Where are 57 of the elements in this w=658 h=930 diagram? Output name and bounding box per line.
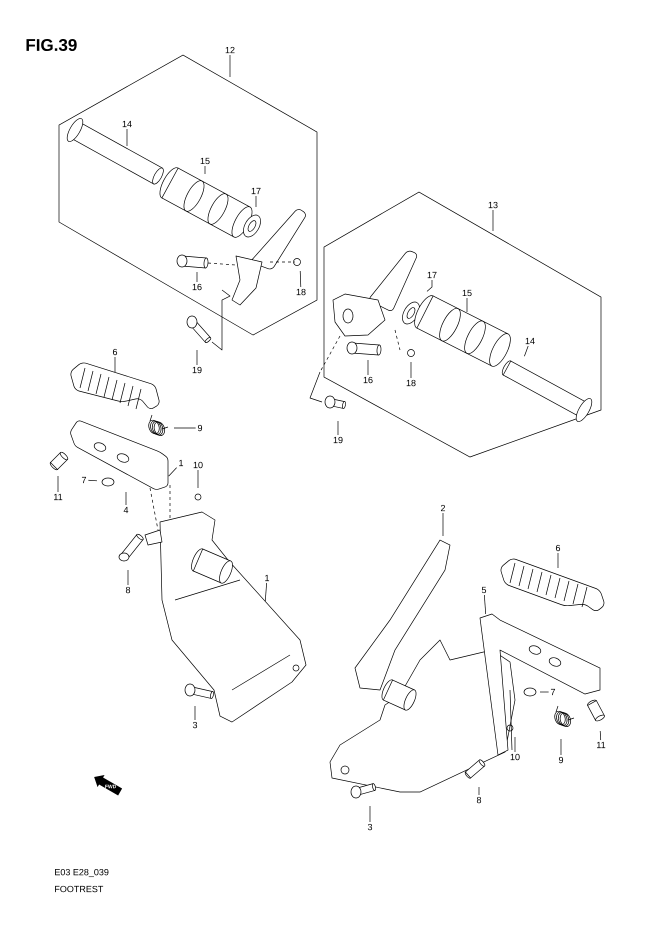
callout-number: 9 [558,756,564,764]
callout-number: 11 [54,494,62,500]
figure-title: FIG.39 [26,38,77,52]
callout-number: 17 [252,188,261,194]
callout-number: 1 [179,460,184,466]
callout-number: 4 [124,506,128,514]
leader-line [484,594,486,614]
leader-line [492,210,494,232]
callout-number: 2 [440,504,446,512]
leader-line [264,582,267,602]
callout-number: 15 [462,290,472,296]
callout-number: 18 [406,380,416,386]
callout-number: 10 [510,754,520,760]
callout-number: 19 [334,436,343,444]
callout-number: 8 [126,586,130,594]
callout-number: 8 [476,796,482,804]
leader-line [426,280,432,292]
callout-number: 12 [226,46,235,54]
leader-line [560,738,562,756]
callout-number: 5 [482,586,486,594]
callout-number: 7 [550,688,556,696]
callout-number: 11 [597,742,606,748]
section-name: FOOTREST [55,886,104,892]
callout-number: 3 [192,722,198,728]
callout-number: 16 [364,376,373,384]
callout-number: 6 [112,348,118,356]
callout-number: 3 [368,824,372,830]
leader-line [514,736,516,752]
callout-number: 19 [192,366,202,374]
callout-number: 7 [82,476,86,484]
leader-line [600,730,602,740]
leader-line [196,272,198,282]
callout-number: 13 [488,202,498,208]
leader-line [114,356,116,372]
callout-number: 10 [194,462,203,468]
callout-number: 14 [526,338,535,344]
leader-line [442,512,444,536]
leader-line [204,166,206,174]
leader-line [194,706,196,720]
drawing-code: E03 E28_039 [55,868,108,878]
leader-line [300,270,302,288]
callout-number: 14 [122,120,132,128]
callout-number: 6 [556,544,560,552]
leader-line [466,298,468,312]
callout-number: 15 [200,158,210,164]
callout-number: 18 [296,288,306,296]
leader-line [168,467,177,476]
leader-line [478,786,480,796]
leader-line [88,480,98,482]
callout-number: 16 [192,284,202,290]
leader-line [524,346,529,357]
leader-line [126,128,128,146]
callout-number: 9 [198,424,202,432]
callout-number: 1 [265,574,270,582]
callout-number: 17 [428,272,437,278]
leader-line [196,350,198,366]
leader-line [410,362,412,378]
